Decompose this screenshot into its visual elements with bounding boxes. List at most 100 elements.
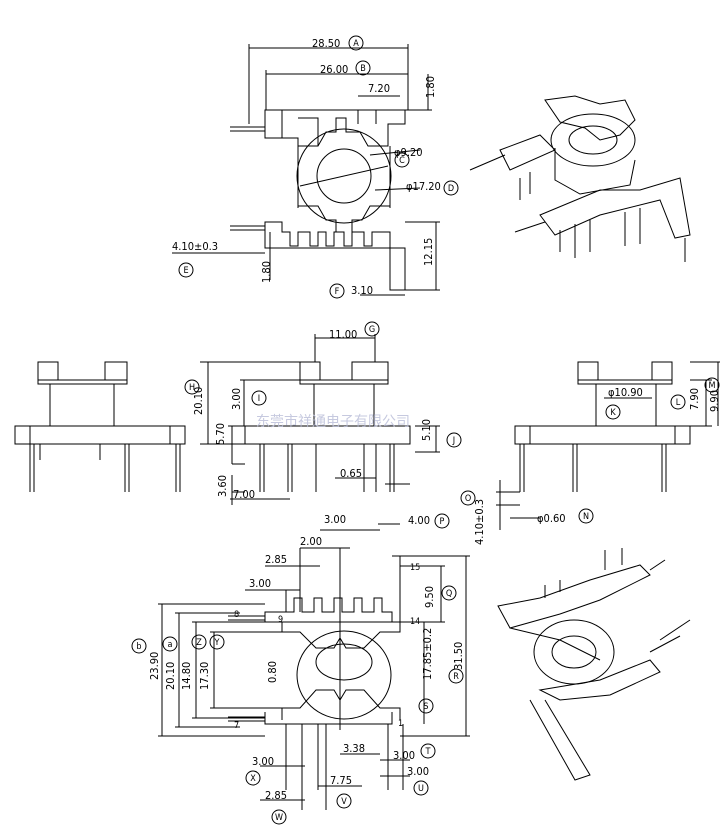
- dimension-value-A: 28.50: [312, 37, 340, 50]
- pin-number: 8: [234, 610, 239, 620]
- marker-letter: P: [440, 517, 445, 527]
- pin-number: 9: [278, 615, 283, 625]
- dimension-value: 2.00: [300, 535, 322, 548]
- dimension-marker-Y: Y: [209, 634, 225, 650]
- marker-letter: A: [353, 39, 359, 49]
- dimension-marker-a: a: [162, 636, 178, 652]
- dimension-marker-O: O: [460, 490, 476, 506]
- dimension-value: 7.20: [368, 82, 390, 95]
- dimension-value-S: 17.85±0.2: [421, 628, 434, 680]
- marker-circle: [336, 793, 352, 809]
- dimension-value-R: 31.50: [452, 642, 465, 670]
- dimension-value-M: 9.90: [708, 390, 721, 412]
- dimension-value-U: 3.00: [407, 765, 429, 778]
- marker-circle: [413, 780, 429, 796]
- dimension-marker-T: T: [420, 743, 436, 759]
- dimension-marker-B: B: [355, 60, 371, 76]
- dimension-value: 2.85: [265, 553, 287, 566]
- marker-letter: C: [399, 156, 405, 166]
- marker-letter: K: [610, 408, 616, 418]
- dimension-value: 1.80: [424, 76, 437, 98]
- dimension-marker-X: X: [245, 770, 261, 786]
- marker-letter: B: [360, 64, 366, 74]
- marker-circle: [434, 513, 450, 529]
- marker-letter: N: [583, 512, 589, 522]
- dimension-value: 7.00: [233, 488, 255, 501]
- dimension-value-P: 4.00: [408, 514, 430, 527]
- dimension-marker-K: K: [605, 404, 621, 420]
- bottom-view: [158, 523, 470, 810]
- dimension-value-T: 3.00: [393, 749, 415, 762]
- marker-circle: [578, 508, 594, 524]
- marker-letter: a: [168, 640, 173, 650]
- marker-circle: [184, 379, 200, 395]
- dimension-value-C: φ9.20: [394, 146, 423, 159]
- marker-letter: L: [676, 398, 681, 408]
- marker-letter: F: [335, 287, 340, 297]
- dimension-value-K: φ10.90: [608, 386, 643, 399]
- marker-circle: [162, 636, 178, 652]
- watermark: 东莞市祥通电子有限公司: [256, 413, 410, 430]
- dimension-value-I: 3.00: [230, 388, 243, 410]
- marker-circle: [245, 770, 261, 786]
- marker-letter: W: [275, 813, 283, 823]
- dimension-marker-H: H: [184, 379, 200, 395]
- dimension-value: 1.80: [260, 261, 273, 283]
- top-view: [172, 44, 440, 296]
- dimension-marker-E: E: [178, 262, 194, 278]
- isometric-view-bottom: [497, 548, 691, 781]
- pin-number: 1: [398, 719, 403, 729]
- marker-circle: [348, 35, 364, 51]
- dimension-marker-M: M: [704, 377, 720, 393]
- marker-letter: V: [341, 797, 347, 807]
- marker-circle: [441, 585, 457, 601]
- marker-circle: [355, 60, 371, 76]
- dimension-value: 3.00: [324, 513, 346, 526]
- dimension-marker-V: V: [336, 793, 352, 809]
- marker-letter: S: [423, 702, 428, 712]
- marker-circle: [460, 490, 476, 506]
- dimension-value: 0.65: [340, 467, 362, 480]
- dimension-marker-Q: Q: [441, 585, 457, 601]
- marker-circle: [209, 634, 225, 650]
- dimension-value-B: 26.00: [320, 63, 348, 76]
- marker-letter: G: [369, 325, 375, 335]
- dimension-marker-D: D: [443, 180, 459, 196]
- pin-number: 15: [410, 563, 420, 573]
- marker-circle: [271, 809, 287, 825]
- dimension-marker-W: W: [271, 809, 287, 825]
- marker-letter: Q: [446, 589, 452, 599]
- front-view: [200, 334, 440, 505]
- dimension-value-W: 2.85: [265, 789, 287, 802]
- marker-letter: H: [189, 383, 195, 393]
- dimension-value-V: 7.75: [330, 774, 352, 787]
- dimension-marker-U: U: [413, 780, 429, 796]
- marker-circle: [251, 390, 267, 406]
- marker-letter: T: [425, 747, 431, 757]
- dimension-value: 3.38: [343, 742, 365, 755]
- marker-letter: Y: [214, 638, 220, 648]
- dimension-value-Q: 9.50: [423, 586, 436, 608]
- marker-letter: D: [448, 184, 454, 194]
- marker-letter: I: [258, 394, 260, 404]
- pin-number: 14: [410, 617, 420, 627]
- marker-circle: [448, 668, 464, 684]
- marker-circle: [131, 638, 147, 654]
- dimension-value-D: φ17.20: [406, 180, 441, 193]
- dimension-marker-F: F: [329, 283, 345, 299]
- dimension-marker-S: S: [418, 698, 434, 714]
- dimension-value-X: 3.00: [252, 755, 274, 768]
- dimension-value-J: 5.10: [420, 419, 433, 441]
- isometric-view-top: [469, 95, 691, 262]
- marker-circle: [420, 743, 436, 759]
- dimension-marker-P: P: [434, 513, 450, 529]
- dimension-value: 5.70: [214, 423, 227, 445]
- dimension-marker-L: L: [670, 394, 686, 410]
- dimension-value: 0.80: [266, 661, 279, 683]
- dimension-value-F: 3.10: [351, 284, 373, 297]
- dimension-marker-N: N: [578, 508, 594, 524]
- dimension-value-Z: 14.80: [180, 662, 193, 690]
- marker-circle: [394, 152, 410, 168]
- marker-letter: U: [418, 784, 424, 794]
